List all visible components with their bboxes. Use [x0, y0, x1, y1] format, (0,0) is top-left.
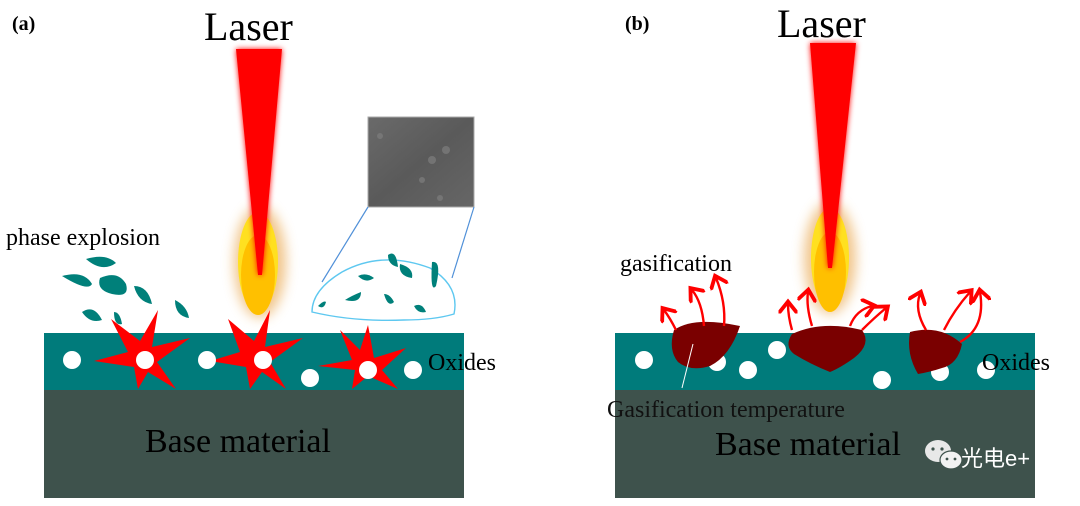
gas-arrow: [942, 292, 970, 331]
gas-arrow: [716, 278, 724, 327]
gasification-label: gasification: [620, 251, 732, 277]
oxides-label-b: Oxides: [982, 350, 1050, 376]
sem-inset: [311, 116, 475, 322]
base-material-layer-b: [615, 389, 1035, 498]
base-material-label-a: Base material: [145, 423, 331, 460]
gasification-temperature-label: Gasification temperature: [607, 397, 845, 423]
wechat-icon: [925, 440, 963, 470]
gasified-region: [909, 329, 962, 374]
explosion-star: [318, 325, 406, 389]
explosion-stars: [94, 310, 406, 389]
gas-arrow: [848, 306, 872, 327]
gas-arrow: [664, 310, 676, 331]
gas-arrow: [861, 308, 886, 331]
gas-arrow: [918, 294, 926, 331]
oxides-label-a: Oxides: [428, 350, 496, 376]
laser-beam-b: [810, 43, 856, 268]
panel-label-a: (a): [12, 13, 35, 35]
gas-arrows: [664, 278, 981, 344]
gasified-region: [788, 325, 866, 372]
oxide-particles-b: [635, 341, 995, 389]
ejected-particles: [62, 256, 189, 325]
base-material-label-b: Base material: [715, 426, 901, 463]
gasified-regions: [671, 321, 962, 374]
sem-image: [367, 116, 475, 208]
phase-explosion-label: phase explosion: [6, 225, 160, 251]
callout-line: [681, 343, 694, 389]
explosion-star: [94, 310, 190, 389]
gas-arrow: [808, 292, 813, 327]
base-material-layer-a: [44, 389, 464, 498]
gasified-region: [671, 321, 740, 369]
gas-arrow: [959, 292, 981, 344]
panel-a: (a) Laser phase explosion: [6, 4, 496, 498]
explosion-star: [210, 310, 303, 389]
laser-beam-a: [236, 49, 282, 275]
watermark-text: 光电e+: [961, 446, 1030, 471]
gas-arrow: [692, 290, 704, 327]
panel-label-b: (b): [625, 13, 649, 35]
oxide-particles-a: [63, 351, 422, 387]
panel-b: (b) Laser gasification: [607, 1, 1050, 498]
laser-label-b: Laser: [777, 1, 866, 46]
watermark: 光电e+: [925, 440, 1030, 471]
laser-label-a: Laser: [204, 4, 293, 49]
gas-arrow: [788, 304, 792, 331]
